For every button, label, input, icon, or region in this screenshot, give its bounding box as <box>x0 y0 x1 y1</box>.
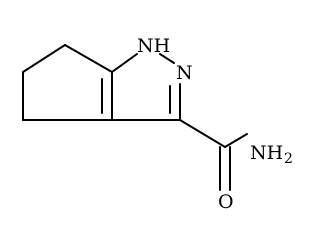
atom-label-nh: NH <box>137 35 170 57</box>
bond-camide-n <box>224 133 248 148</box>
atom-label-amine: NH <box>250 142 283 164</box>
bond-n1-n2 <box>159 53 175 64</box>
bond-c3-camide <box>179 119 226 148</box>
atom-label-n: N <box>176 62 193 84</box>
bond-c7a-n1 <box>111 53 138 73</box>
bond-c5-c6 <box>22 44 66 73</box>
atom-label-o: O <box>218 191 234 213</box>
atom-label-amine-subscript: 2 <box>284 151 293 167</box>
bond-c6-c7 <box>64 44 113 73</box>
molecule-diagram: NH N NH 2 O <box>22 35 293 213</box>
